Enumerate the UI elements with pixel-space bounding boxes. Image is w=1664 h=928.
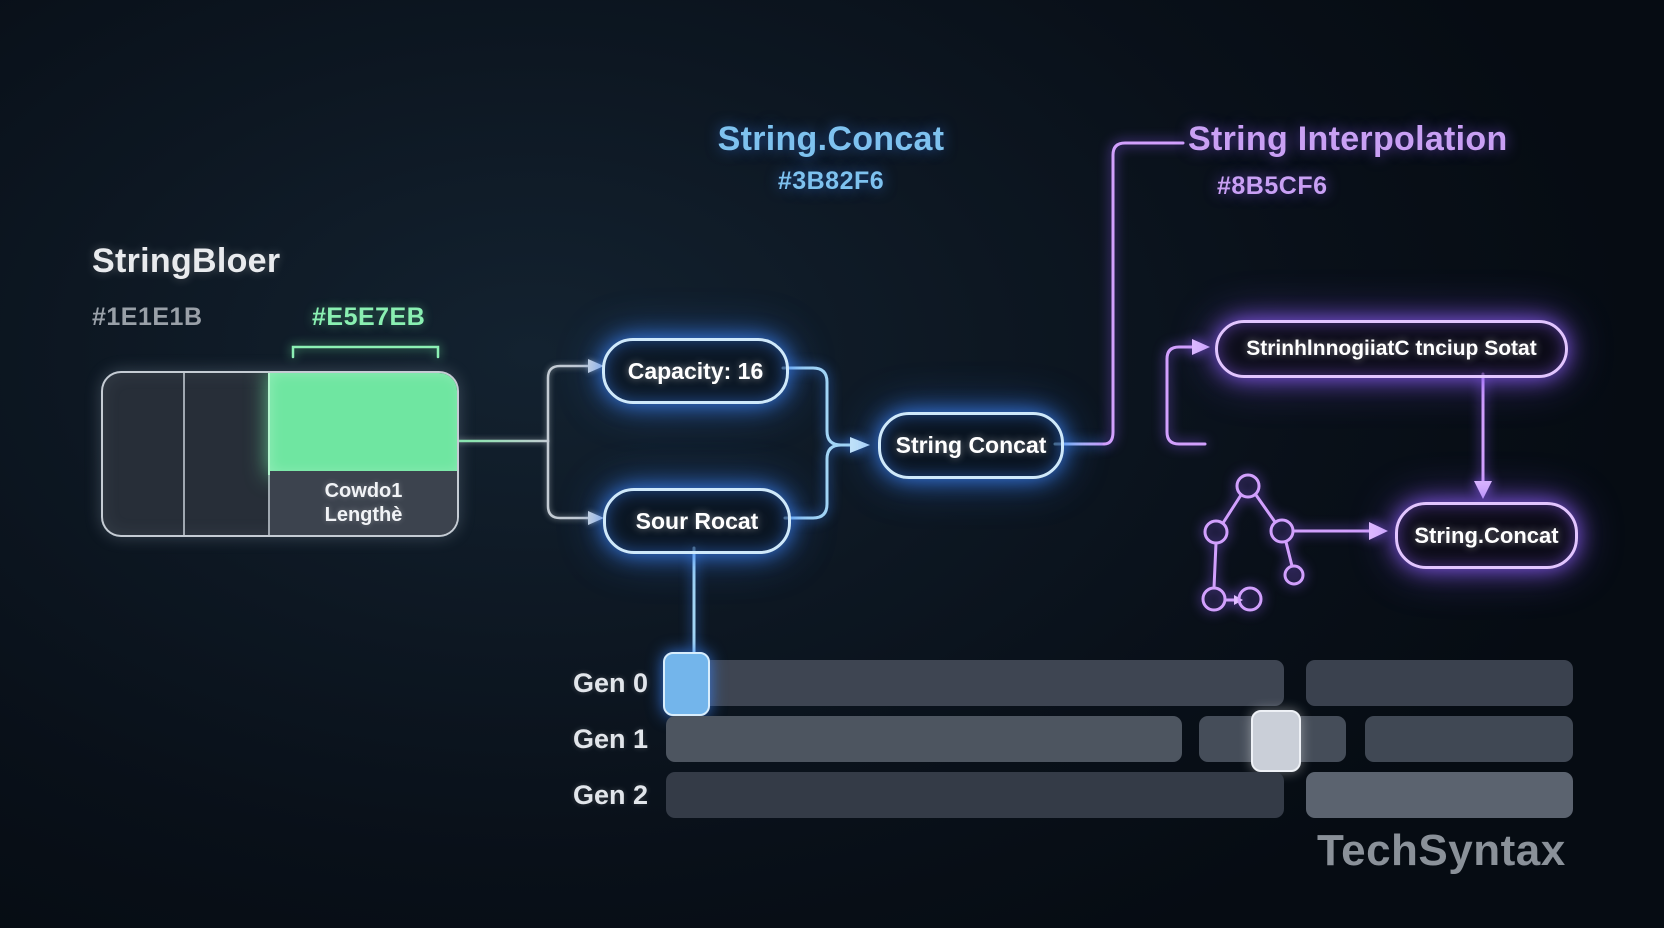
gen1-segment (666, 716, 1182, 762)
memory-cell-label: Cowdo1 Lengthè (270, 471, 457, 535)
gen0-label: Gen 0 (572, 667, 648, 698)
stringbuilder-title: StringBloer (92, 242, 281, 280)
allocated-hex: #E5E7EB (312, 303, 426, 331)
branch-lines (455, 359, 604, 525)
green-bracket (291, 345, 440, 359)
tree-node (1283, 564, 1305, 586)
tree-node (1201, 586, 1227, 612)
gen1-label: Gen 1 (572, 723, 648, 754)
arrowhead-to-interp-pill (1192, 339, 1210, 355)
gen2-segment (666, 772, 1284, 818)
tree-node (1269, 518, 1295, 544)
gen0-segment (1306, 660, 1573, 706)
allocated-capacity-block (268, 373, 457, 475)
capacity-pill: Capacity: 16 (602, 338, 789, 404)
interpolation-hex: #8B5CF6 (1217, 172, 1328, 200)
gen2-label: Gen 2 (572, 779, 648, 810)
string-tree-graph (1201, 473, 1305, 612)
string-concat-pill: String Concat (878, 412, 1064, 479)
stringbuilder-memory-box: Cowdo1 Lengthè (101, 371, 459, 537)
memory-cell-line2: Lengthè (324, 504, 403, 526)
watermark: TechSyntax (1317, 826, 1566, 875)
arrowhead-to-purple-concat (1369, 522, 1388, 540)
gen0-allocation-square (663, 652, 710, 716)
gen0-segment (666, 660, 1284, 706)
arrowhead-down (1474, 481, 1492, 499)
memory-cell-line1: Cowdo1 (324, 480, 403, 502)
tree-node (1235, 473, 1261, 499)
concat-title-block: String.Concat #3B82F6 (640, 120, 1022, 196)
concat-hex: #3B82F6 (777, 167, 885, 195)
gen2-segment (1306, 772, 1573, 818)
gen1-survivor-square (1251, 710, 1301, 772)
interp-result-pill: StrinhlnnogiiatC tnciup Sotat (1215, 320, 1568, 378)
arrowhead-to-concat (850, 437, 870, 453)
gen1-segment (1365, 716, 1573, 762)
tree-node (1237, 586, 1263, 612)
memory-divider (183, 373, 185, 535)
concat-title: String.Concat (717, 120, 945, 158)
source-pill: Sour Rocat (603, 488, 791, 554)
stringbuilder-hex: #1E1E1B (92, 303, 203, 331)
interpolation-title: String Interpolation (1188, 120, 1508, 158)
tree-node (1203, 519, 1229, 545)
arrowhead-to-source (588, 511, 604, 525)
purple-concat-pill: String.Concat (1395, 502, 1578, 569)
